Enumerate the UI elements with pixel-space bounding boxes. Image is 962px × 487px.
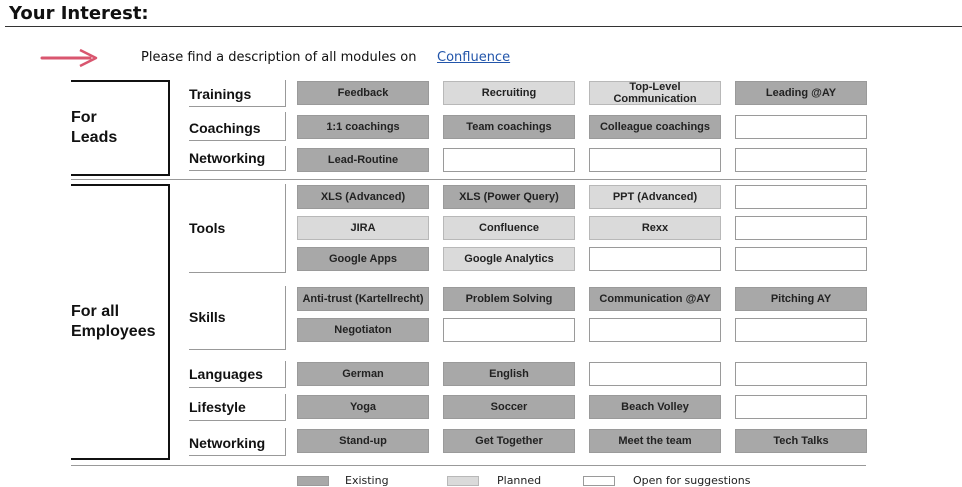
legend-swatch-open	[583, 476, 615, 486]
module-xls-power-query[interactable]: XLS (Power Query)	[443, 185, 575, 209]
leads-bracket	[71, 80, 170, 176]
category-lifestyle: Lifestyle	[189, 399, 246, 415]
category-line	[189, 361, 286, 388]
category-line	[189, 112, 286, 141]
module-suggestion-slot[interactable]	[735, 395, 867, 419]
legend-swatch-planned	[447, 476, 479, 486]
category-line	[189, 394, 286, 421]
title-divider	[5, 26, 962, 27]
category-trainings: Trainings	[189, 86, 252, 102]
module-suggestion-slot[interactable]	[735, 148, 867, 172]
category-line	[189, 146, 286, 171]
module-meet-the-team[interactable]: Meet the team	[589, 429, 721, 453]
module-tech-talks[interactable]: Tech Talks	[735, 429, 867, 453]
module-rexx[interactable]: Rexx	[589, 216, 721, 240]
arrow-right-icon	[40, 48, 98, 68]
module-feedback[interactable]: Feedback	[297, 81, 429, 105]
module-top-level-communication[interactable]: Top-Level Communication	[589, 81, 721, 105]
module-pitching-ay[interactable]: Pitching AY	[735, 287, 867, 311]
category-coachings: Coachings	[189, 120, 261, 136]
module-anti-trust[interactable]: Anti-trust (Kartellrecht)	[297, 287, 429, 311]
module-suggestion-slot[interactable]	[589, 148, 721, 172]
module-google-analytics[interactable]: Google Analytics	[443, 247, 575, 271]
module-communication-ay[interactable]: Communication @AY	[589, 287, 721, 311]
module-german[interactable]: German	[297, 362, 429, 386]
module-stand-up[interactable]: Stand-up	[297, 429, 429, 453]
module-lead-routine[interactable]: Lead-Routine	[297, 148, 429, 172]
category-line	[189, 428, 286, 456]
category-networking-all: Networking	[189, 435, 266, 451]
module-colleague-coachings[interactable]: Colleague coachings	[589, 115, 721, 139]
bottom-divider	[71, 465, 866, 466]
module-recruiting[interactable]: Recruiting	[443, 81, 575, 105]
section-divider	[71, 179, 866, 180]
module-yoga[interactable]: Yoga	[297, 395, 429, 419]
module-suggestion-slot[interactable]	[735, 318, 867, 342]
module-jira[interactable]: JIRA	[297, 216, 429, 240]
confluence-link[interactable]: Confluence	[437, 50, 511, 65]
module-team-coachings[interactable]: Team coachings	[443, 115, 575, 139]
category-line	[189, 80, 286, 107]
module-beach-volley[interactable]: Beach Volley	[589, 395, 721, 419]
module-suggestion-slot[interactable]	[589, 362, 721, 386]
module-get-together[interactable]: Get Together	[443, 429, 575, 453]
group-label-leads: For Leads	[71, 109, 118, 146]
module-suggestion-slot[interactable]	[735, 185, 867, 209]
page-title: Your Interest:	[9, 3, 149, 24]
module-negotiation[interactable]: Negotiaton	[297, 318, 429, 342]
module-soccer[interactable]: Soccer	[443, 395, 575, 419]
module-ppt-advanced[interactable]: PPT (Advanced)	[589, 185, 721, 209]
category-line	[189, 184, 286, 273]
intro-text: Please find a description of all modules…	[141, 50, 417, 65]
category-tools: Tools	[189, 220, 226, 236]
module-leading-ay[interactable]: Leading @AY	[735, 81, 867, 105]
module-suggestion-slot[interactable]	[735, 247, 867, 271]
module-google-apps[interactable]: Google Apps	[297, 247, 429, 271]
legend-label-planned: Planned	[497, 474, 542, 487]
category-skills: Skills	[189, 309, 226, 325]
all-employees-bracket	[71, 184, 170, 460]
legend-label-existing: Existing	[345, 474, 389, 487]
module-suggestion-slot[interactable]	[443, 148, 575, 172]
module-suggestion-slot[interactable]	[589, 247, 721, 271]
category-networking-leads: Networking	[189, 150, 266, 166]
module-problem-solving[interactable]: Problem Solving	[443, 287, 575, 311]
group-label-all-employees: For all Employees	[71, 303, 156, 340]
module-suggestion-slot[interactable]	[735, 362, 867, 386]
module-confluence[interactable]: Confluence	[443, 216, 575, 240]
legend-label-open: Open for suggestions	[633, 474, 751, 487]
module-suggestion-slot[interactable]	[735, 115, 867, 139]
module-suggestion-slot[interactable]	[735, 216, 867, 240]
module-suggestion-slot[interactable]	[443, 318, 575, 342]
category-line	[189, 286, 286, 350]
category-languages: Languages	[189, 366, 263, 382]
module-english[interactable]: English	[443, 362, 575, 386]
legend-swatch-existing	[297, 476, 329, 486]
module-xls-advanced[interactable]: XLS (Advanced)	[297, 185, 429, 209]
module-suggestion-slot[interactable]	[589, 318, 721, 342]
module-1-1-coachings[interactable]: 1:1 coachings	[297, 115, 429, 139]
